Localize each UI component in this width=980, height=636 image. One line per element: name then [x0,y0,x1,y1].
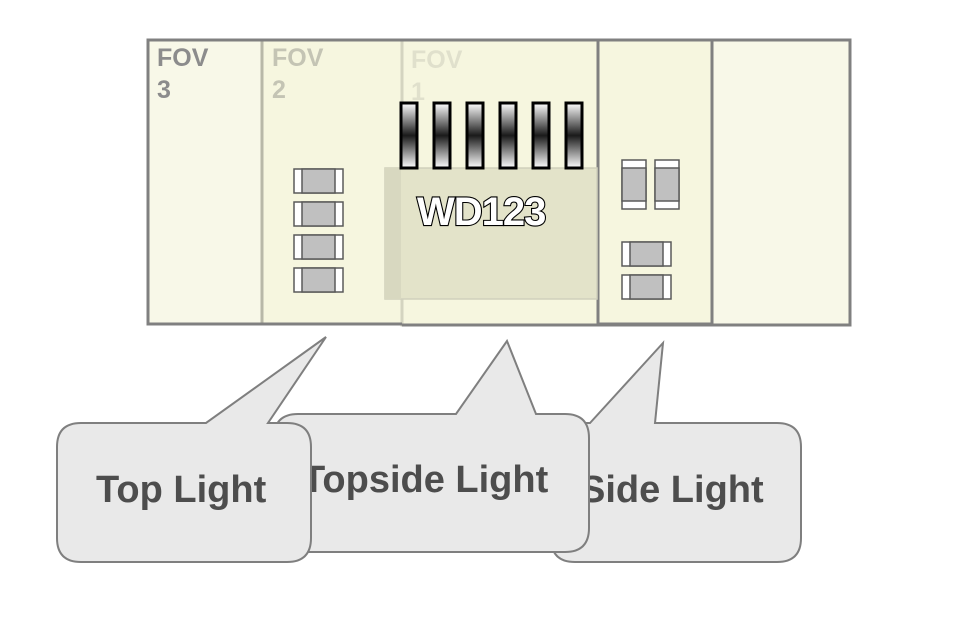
fov-3-label-line2: 3 [157,76,171,104]
chip-body [384,167,598,300]
fov-2-label-line1: FOV [272,44,324,72]
resistor [293,267,344,293]
fov-1-label-line2: 1 [411,78,425,106]
resistor [293,234,344,260]
chip-pin [531,101,551,170]
callout-top-light: Top Light [56,336,327,563]
fov-labels: FOV 3 FOV 2 FOV 1 [157,44,463,106]
right-resistors [621,159,680,300]
fov-2-label-line2: 2 [272,76,286,104]
resistor [293,201,344,227]
resistor [293,168,344,194]
resistor [621,274,672,300]
right-region [710,38,852,327]
callout-top-light-label: Top Light [96,469,267,511]
fov-1-label-line1: FOV [411,46,463,74]
chip-wd123: WD123 [384,101,598,300]
resistor [654,159,680,210]
callout-topside-light-label: Topside Light [302,459,549,501]
resistor [621,241,672,267]
chip-body-overlap [385,168,401,299]
fov-3-label-line1: FOV [157,44,209,72]
left-resistors [293,168,344,293]
chip-pins [399,101,584,170]
callout-topside-light: Topside Light [273,338,590,553]
resistor [621,159,647,210]
chip-pin [564,101,584,170]
callout-side-light-label: Side Light [580,469,764,511]
chip-pin [432,101,452,170]
callout-topside-light-bubble [273,338,590,553]
chip-pin [399,101,419,170]
chip-pin [498,101,518,170]
fov-3-region [146,38,264,326]
callout-top-light-bubble [56,336,327,563]
chip-pin [465,101,485,170]
chip-label: WD123 [417,190,545,234]
